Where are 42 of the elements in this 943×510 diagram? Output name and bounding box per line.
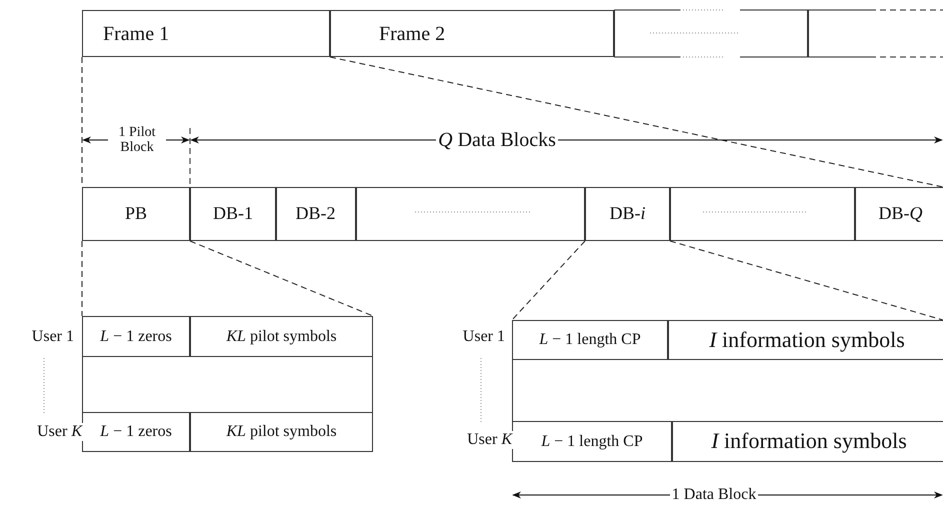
block-cell — [190, 316, 373, 357]
cell-text: Frame 1 — [103, 22, 170, 44]
cell-text: L − 1 zeros — [100, 328, 172, 346]
dashed-connector — [670, 240, 943, 320]
block-cell — [512, 421, 672, 462]
block-cell — [855, 187, 943, 241]
dashed-connector — [330, 56, 943, 188]
cell-text: DB-Q — [878, 204, 922, 224]
empty-box — [670, 187, 855, 241]
block-cell — [82, 412, 190, 452]
block-cell — [275, 187, 356, 241]
cell-text: L − 1 length CP — [539, 331, 641, 349]
block-cell — [330, 10, 614, 57]
cell-text: L − 1 length CP — [541, 432, 643, 450]
dimension-label: Q Data Blocks — [436, 129, 558, 151]
block-cell — [82, 187, 190, 241]
block-cell — [668, 320, 943, 360]
block-cell — [190, 187, 276, 241]
empty-box — [614, 10, 808, 57]
cell-text: I information symbols — [711, 429, 907, 454]
block-cell — [512, 320, 668, 360]
block-cell — [82, 316, 190, 357]
empty-box — [356, 187, 585, 241]
cell-text: I information symbols — [709, 328, 905, 352]
dashed-connector — [190, 240, 374, 316]
cell-text: KL pilot symbols — [226, 423, 337, 441]
block-cell — [190, 412, 373, 452]
block-cell — [585, 187, 670, 241]
cell-text: DB-1 — [213, 204, 253, 224]
cell-text: L − 1 zeros — [100, 423, 172, 441]
block-cell — [672, 421, 943, 462]
cell-text: Frame 2 — [379, 22, 446, 44]
row-label: User K — [35, 423, 84, 441]
empty-box — [82, 316, 373, 452]
empty-box — [512, 320, 943, 462]
cell-text: KL pilot symbols — [226, 328, 337, 346]
block-cell — [82, 10, 330, 57]
dashed-connector — [512, 240, 586, 320]
row-label: User K — [465, 431, 514, 449]
cell-text: DB-2 — [296, 204, 336, 224]
cell-text: PB — [124, 204, 148, 224]
cell-text: DB-i — [609, 204, 646, 224]
